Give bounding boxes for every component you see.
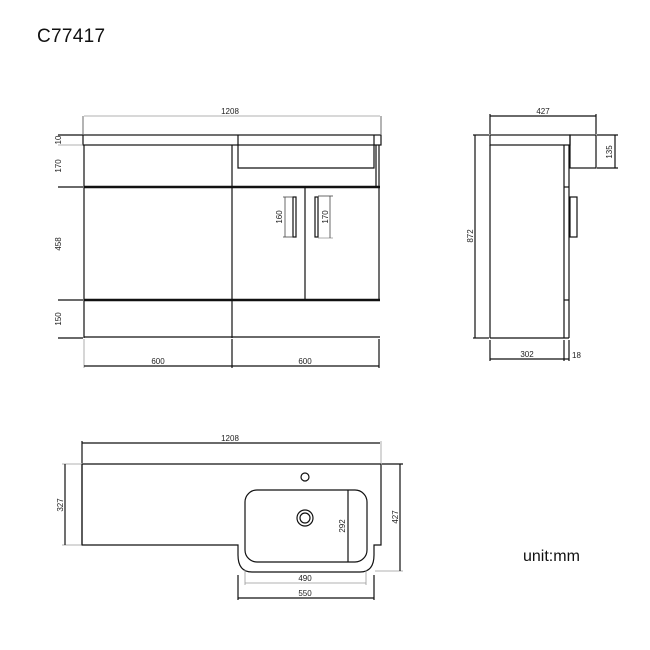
right-handle-label: 170 — [321, 210, 330, 224]
basin-height-label: 135 — [605, 145, 614, 159]
basin-inner-width-label: 490 — [298, 574, 312, 583]
product-code: C77417 — [37, 26, 106, 47]
left-depth-label: 327 — [56, 498, 65, 512]
right-depth-label: 427 — [391, 510, 400, 524]
front-width-label: 1208 — [221, 107, 239, 116]
left-handle-label: 160 — [275, 210, 284, 224]
side-depth-label: 427 — [536, 107, 550, 116]
upper-height-label: 170 — [54, 159, 63, 173]
plinth-height-label: 150 — [54, 312, 63, 326]
door-height-label: 458 — [54, 237, 63, 251]
door-thickness-label: 18 — [572, 351, 581, 360]
right-width-label: 600 — [298, 357, 312, 366]
overall-height-label: 872 — [466, 229, 475, 243]
basin-outer-width-label: 550 — [298, 589, 312, 598]
slab-height-label: 10 — [54, 135, 63, 144]
unit-label: unit:mm — [523, 548, 580, 565]
left-width-label: 600 — [151, 357, 165, 366]
top-view: 1208 292 490 550 327 427 — [56, 434, 403, 600]
front-view: 1208 160 170 10 — [54, 107, 382, 368]
side-view: 427 135 872 302 18 — [466, 107, 618, 361]
carcass-depth-label: 302 — [520, 350, 534, 359]
basin-inner-depth-label: 292 — [338, 519, 347, 533]
top-width-label: 1208 — [221, 434, 239, 443]
